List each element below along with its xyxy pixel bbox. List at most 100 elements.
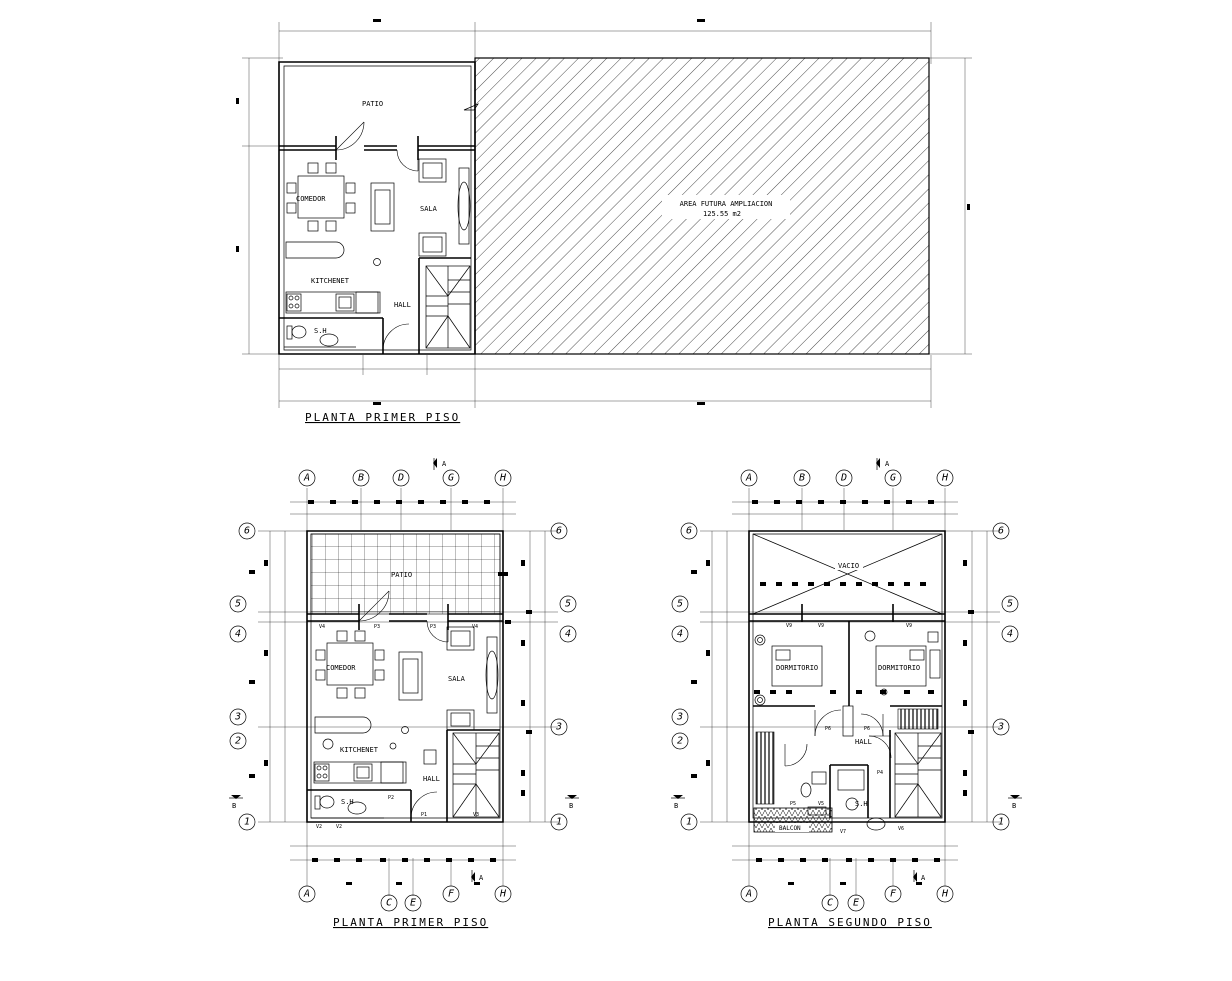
left-tag-p3b: P3 [430,624,436,630]
left-axis-top-b: B [358,473,364,484]
top-walls [278,61,476,355]
left-axis-top-d: D [397,473,404,484]
left-tag-v4b: V4 [472,624,478,630]
right-axis-bot-h: H [941,889,949,900]
right-section-marks: A A B B [671,458,1022,882]
left-axis-row-3l: 3 [234,712,241,723]
top-stairs [425,265,471,349]
right-axis-lines [700,488,1000,896]
left-element-tags: P3 P3 V4 V4 P2 P1 V2 V2 V3 [316,624,479,830]
left-room-hall: HALL [423,775,440,783]
plan-left: P3 P3 V4 V4 P2 P1 V2 V2 V3 PATIO COMEDOR… [229,458,579,929]
left-axis-bot-e: E [410,898,416,909]
right-element-tags: P6 P6 P4 P5 V5 V6 V7 V9 V9 V9 [786,623,912,835]
right-stair-treads-top [897,708,939,730]
right-walls [748,530,946,823]
left-axis-row-2l: 2 [235,736,241,747]
top-dim-marks [236,19,970,405]
left-room-kitchenet: KITCHENET [340,746,379,754]
left-axis-bot-a: A [303,889,310,900]
left-section-a-bot: A [479,874,484,882]
right-axis-row-5r: 5 [1007,599,1013,610]
left-room-sala: SALA [448,675,466,683]
left-stairs [452,732,500,818]
right-stairs [894,732,942,818]
right-tag-v5: V5 [818,801,824,807]
left-tag-p1: P1 [421,812,427,818]
right-axis-bot-e: E [853,898,859,909]
left-axis-row-6l: 6 [244,526,250,537]
left-axis-row-4r: 4 [565,629,571,640]
top-room-patio: PATIO [362,100,383,108]
left-tag-p2: P2 [388,795,394,801]
right-tag-v7: V7 [840,829,846,835]
right-room-dorm1: DORMITORIO [776,664,818,672]
right-axis-top-h: H [941,473,949,484]
right-tick-marks [691,500,974,885]
right-axis-row-4l: 4 [677,629,683,640]
right-tag-v6: V6 [898,826,904,832]
left-axis-bubbles [229,469,577,912]
top-room-comedor: COMEDOR [296,195,326,203]
right-tag-p5: P5 [790,801,796,807]
left-axis-row-1l: 1 [244,817,250,828]
right-room-balcon: BALCON [779,825,801,832]
right-room-sh: S.H [855,800,868,808]
left-axis-row-3r: 3 [555,722,562,733]
right-tag-v9b: V9 [818,623,824,629]
right-tag-v9c: V9 [906,623,912,629]
left-tag-p3a: P3 [374,624,380,630]
top-furniture [284,158,471,348]
left-axis-row-5l: 5 [235,599,241,610]
left-axis-row-1r: 1 [556,817,562,828]
right-axis-row-5l: 5 [677,599,683,610]
top-dimensions [242,22,972,408]
right-section-a-top: A [885,460,890,468]
left-axis-bot-h: H [499,889,507,900]
right-plan-title: PLANTA SEGUNDO PISO [768,916,932,929]
top-plan-title: PLANTA PRIMER PISO [305,411,460,424]
left-axis-top-g: G [448,473,454,484]
right-furniture [754,630,941,831]
left-tag-v3: V3 [473,812,479,818]
plan-top: AREA FUTURA AMPLIACION 125.55 m2 [236,19,972,424]
right-section-a-bot: A [921,874,926,882]
right-axis-bot-a: A [745,889,752,900]
left-section-b-right: B [569,802,573,810]
left-axis-row-5r: 5 [565,599,571,610]
left-axis-bot-c: C [386,898,392,909]
left-axis-top-a: A [303,473,310,484]
left-tag-v2a: V2 [316,824,322,830]
left-axis-bot-f: F [448,889,455,900]
left-axis-row-6r: 6 [556,526,562,537]
right-axis-row-3l: 3 [676,712,683,723]
left-axis-top-h: H [499,473,507,484]
right-tag-p6a: P6 [825,726,831,732]
right-axis-bubbles [671,469,1019,912]
right-axis-top-a: A [745,473,752,484]
left-tag-v4a: V4 [319,624,325,630]
left-doors [358,590,449,819]
right-axis-row-2l: 2 [677,736,683,747]
right-axis-bot-c: C [827,898,833,909]
plan-right: P6 P6 P4 P5 V5 V6 V7 V9 V9 V9 VACIO DORM… [671,458,1022,929]
right-axis-row-1l: 1 [686,817,692,828]
right-axis-top-d: D [840,473,847,484]
right-axis-bot-f: F [890,889,897,900]
left-axis-row-4l: 4 [235,629,241,640]
right-axis-top-b: B [799,473,805,484]
left-section-a-top: A [442,460,447,468]
right-tag-v9a: V9 [786,623,792,629]
left-room-sh: S.H [341,798,354,806]
right-section-b-right: B [1012,802,1016,810]
left-patio-tiles [310,533,501,615]
left-room-comedor: COMEDOR [326,664,356,672]
top-room-kitchenet: KITCHENET [311,277,350,285]
right-stair-treads-left [755,731,775,805]
top-room-hall: HALL [394,301,411,309]
right-room-hall: HALL [855,738,872,746]
top-room-sala: SALA [420,205,438,213]
right-room-vacio: VACIO [838,562,859,570]
